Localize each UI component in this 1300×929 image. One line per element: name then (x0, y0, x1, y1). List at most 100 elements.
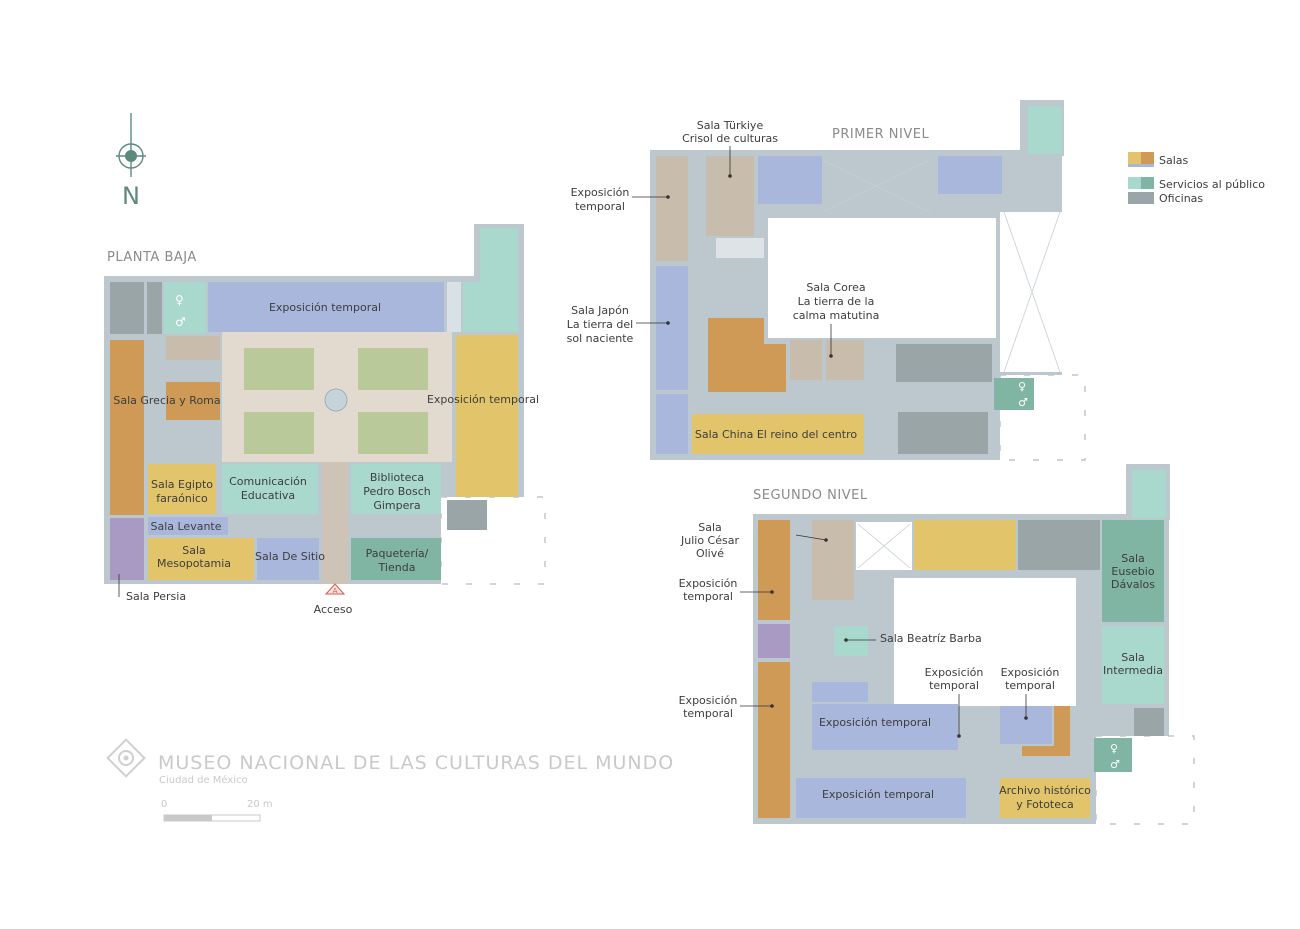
room-mesopotamia (148, 538, 254, 580)
stairs-west (166, 336, 220, 360)
room-orange-small (1054, 706, 1070, 746)
room-label-expo-primer-2: temporal (575, 200, 625, 213)
entrance-corridor (322, 462, 348, 584)
room-label-mesopotamia-2: Mesopotamia (157, 557, 231, 570)
restroom-icon: ♀ (1018, 380, 1026, 393)
legend-label-salas: Salas (1159, 154, 1189, 167)
room-label-de-sitio: Sala De Sitio (255, 550, 325, 563)
room-expo-sur (796, 778, 966, 818)
room-label-expo-sur-a: Exposición temporal (819, 716, 931, 729)
room-de-sitio (257, 538, 319, 580)
restroom-icon: ♂ (175, 315, 186, 329)
compass-center-icon (125, 150, 137, 162)
scale-end-label: 20 m (247, 799, 273, 810)
office-se (1134, 708, 1164, 736)
floor-primer-nivel: PRIMER NIVEL Sala China El reino del cen… (567, 100, 1086, 461)
compass-rose: N (116, 113, 146, 210)
leader-dot (1024, 716, 1028, 720)
room-label-mesopotamia-1: Sala (182, 544, 206, 557)
room-gold-north (914, 520, 1016, 570)
room-expo-este (456, 335, 518, 497)
room-japon (656, 266, 688, 390)
museum-city: Ciudad de México (159, 774, 248, 786)
room-corea-west (790, 340, 822, 380)
room-paqueteria (351, 538, 441, 580)
room-purple (758, 624, 790, 658)
room-label-egipto-2: faraónico (156, 492, 208, 505)
room-label-expo-sur-b: Exposición temporal (822, 788, 934, 801)
room-label-corea-1: Sala Corea (806, 281, 865, 294)
room-label-expo-oeste1-1: Exposición (679, 577, 738, 590)
compass-label: N (122, 182, 140, 210)
room-label-eusebio-2: Eusebio (1111, 565, 1154, 578)
room-expo-oeste2 (758, 662, 790, 818)
room-label-expo-oeste2-2: temporal (683, 707, 733, 720)
room-label-olive-2: Julio César (680, 534, 739, 547)
leader-dot (770, 590, 774, 594)
legend-swatch-oficinas (1128, 192, 1154, 204)
service-ne (463, 282, 518, 332)
compass-ring-icon (118, 143, 144, 169)
room-grecia-roma (166, 382, 220, 420)
void-cross-north (821, 159, 931, 213)
legend-swatch-salas-b (1141, 152, 1154, 164)
floor-planta-baja: PLANTA BAJA ♀ ♂ Exposición temporal Sala… (104, 224, 546, 616)
room-label-intermedia-2: Intermedia (1103, 664, 1163, 677)
legend: Salas Servicios al público Oficinas (1128, 152, 1265, 205)
room-label-biblioteca-2: Pedro Bosch (363, 485, 431, 498)
leader-dot (957, 734, 961, 738)
room-label-turkiye-1: Sala Türkiye (697, 119, 764, 132)
restrooms-segundo (1094, 738, 1132, 772)
legend-swatch-salas-a (1128, 152, 1141, 164)
room-persia (110, 518, 144, 580)
room-label-corea-2: La tierra de la (798, 295, 875, 308)
void-cross-east (1003, 211, 1061, 373)
leader-dot (824, 538, 828, 542)
room-label-comunicacion-1: Comunicación (229, 475, 307, 488)
room-label-expo-norte: Exposición temporal (269, 301, 381, 314)
room-label-beatriz: Sala Beatríz Barba (880, 632, 982, 645)
room-label-paqueteria-2: Tienda (378, 561, 416, 574)
restrooms-nw (164, 282, 206, 334)
service-ne-tower (480, 228, 518, 282)
room-label-eusebio-3: Dávalos (1111, 578, 1155, 591)
legend-swatch-servicios-b (1141, 177, 1154, 189)
leader-dot (770, 704, 774, 708)
floor-title-primer-nivel: PRIMER NIVEL (832, 127, 929, 142)
restroom-icon: ♂ (1018, 396, 1028, 409)
leader-dot (666, 195, 670, 199)
room-orange (708, 344, 786, 392)
room-label-biblioteca-1: Biblioteca (370, 471, 424, 484)
room-label-japon-1: Sala Japón (571, 304, 629, 317)
room-label-corea-3: calma matutina (793, 309, 880, 322)
service-ne-tower (1028, 106, 1062, 154)
room-label-intermedia-1: Sala (1121, 651, 1145, 664)
legend-swatch-servicios-a (1128, 177, 1141, 189)
room-label-persia: Sala Persia (126, 590, 186, 603)
room-north-blue (758, 156, 822, 204)
room-label-expo-centro1-1: Exposición (925, 666, 984, 679)
office-nw-2 (147, 282, 162, 334)
stairs-ne (447, 282, 461, 332)
leader-dot (829, 354, 833, 358)
room-label-archivo-1: Archivo histórico (999, 784, 1091, 797)
room-levante (148, 517, 228, 535)
scale-bar: 0 20 m (161, 799, 273, 822)
room-beatriz (834, 626, 868, 656)
office-primer-south (898, 412, 988, 454)
floor-title-segundo-nivel: SEGUNDO NIVEL (753, 488, 868, 503)
room-corea (826, 340, 864, 380)
access-marker-letter: A (333, 587, 338, 595)
access-marker-icon[interactable] (324, 583, 346, 595)
stairs-primer (716, 238, 764, 258)
garden-sw (244, 412, 314, 454)
office-segundo (1018, 520, 1100, 570)
access-label: Acceso (314, 603, 353, 616)
void-east (1000, 212, 1062, 372)
room-expo-primer (656, 156, 688, 261)
restroom-icon: ♀ (175, 293, 184, 307)
legend-label-servicios: Servicios al público (1159, 178, 1265, 191)
room-label-expo-oeste2-1: Exposición (679, 694, 738, 707)
room-label-egipto-1: Sala Egipto (151, 478, 213, 491)
scale-start-label: 0 (161, 799, 167, 810)
